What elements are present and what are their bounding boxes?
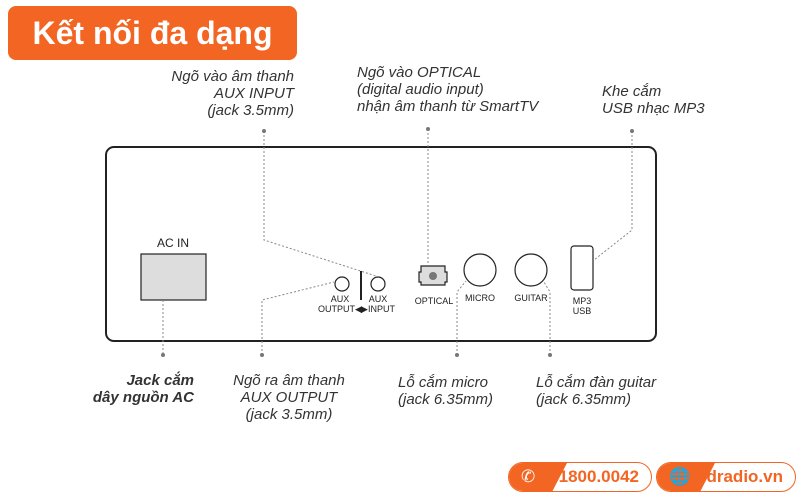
aux-input-jack [370, 276, 386, 292]
callout-micro: Lỗ cắm micro (jack 6.35mm) [398, 374, 494, 408]
mp3-usb-label: MP3 USB [572, 296, 592, 316]
phone-contact[interactable]: ✆ 1800.0042 [508, 462, 652, 492]
website-link[interactable]: 🌐 hdradio.vn [656, 462, 796, 492]
aux-input-label: AUX ▶INPUT [361, 294, 395, 314]
callout-guitar: Lỗ cắm đàn guitar (jack 6.35mm) [536, 374, 657, 408]
callout-aux-input: Ngõ vào âm thanh AUX INPUT (jack 3.5mm) [171, 68, 294, 119]
device-back-panel [105, 146, 657, 342]
page-title: Kết nối đa dạng [8, 6, 297, 60]
usb-port [570, 245, 594, 291]
callout-usb: Khe cắm USB nhạc MP3 [602, 83, 705, 117]
phone-number: 1800.0042 [558, 467, 639, 486]
aux-output-jack [334, 276, 350, 292]
callout-ac: Jack cắm dây nguồn AC [92, 372, 194, 406]
guitar-label: GUITAR [514, 293, 548, 303]
micro-jack [463, 253, 497, 287]
guitar-jack [514, 253, 548, 287]
optical-label: OPTICAL [414, 296, 454, 306]
ac-in-socket [140, 253, 207, 301]
website-url: hdradio.vn [696, 467, 783, 486]
callout-aux-output: Ngõ ra âm thanh AUX OUTPUT (jack 3.5mm) [233, 372, 345, 423]
callout-optical: Ngõ vào OPTICAL (digital audio input) nh… [357, 64, 539, 115]
ac-in-label: AC IN [156, 236, 189, 250]
aux-output-label: AUX OUTPUT◀ [318, 294, 362, 314]
micro-label: MICRO [465, 293, 495, 303]
